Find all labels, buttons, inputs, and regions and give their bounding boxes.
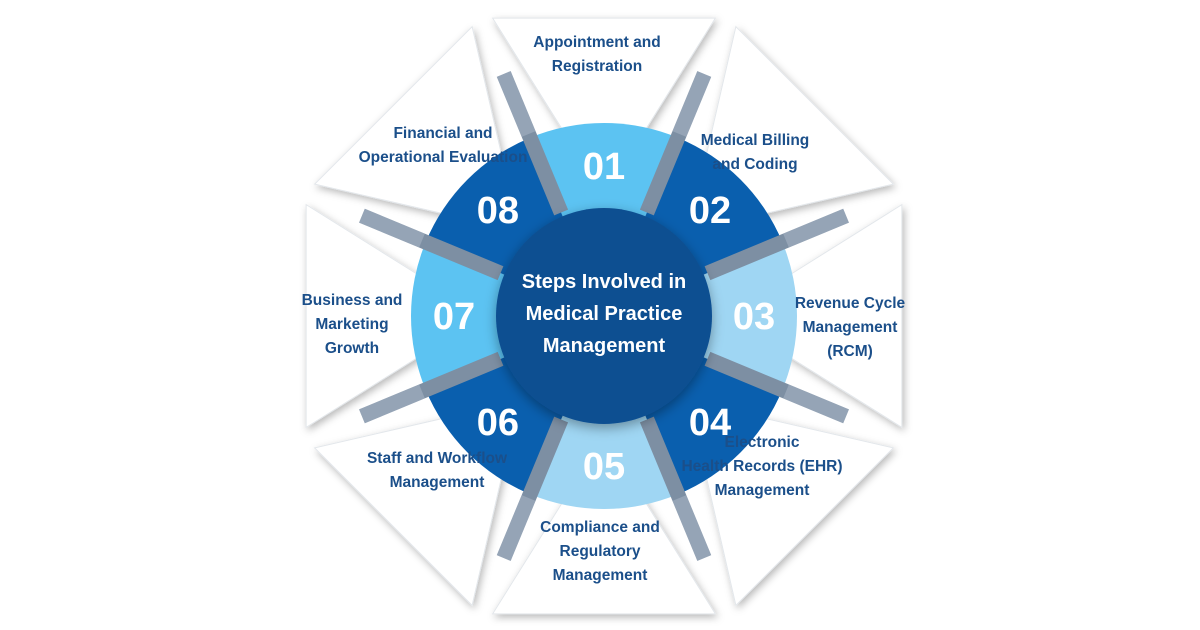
divider-bar-highlight	[359, 384, 425, 424]
step-number-06: 06	[477, 402, 519, 444]
step-number-07: 07	[433, 296, 475, 338]
step-number-01: 01	[583, 146, 625, 188]
label-panel-05	[491, 435, 717, 615]
step-number-04: 04	[689, 402, 731, 444]
step-number-05: 05	[583, 446, 625, 488]
divider-bar-highlight	[496, 495, 536, 561]
step-numbers: 01 02 03 04 05 06 07 08	[433, 146, 775, 488]
divider-bar-highlight	[496, 71, 536, 137]
center-circle	[496, 208, 712, 424]
label-panel-03	[723, 203, 903, 429]
divider-bar-highlight	[359, 208, 425, 248]
step-number-03: 03	[733, 296, 775, 338]
step-number-02: 02	[689, 190, 731, 232]
divider-bar-highlight	[672, 495, 712, 561]
label-panels	[305, 17, 903, 615]
divider-bar-highlight	[783, 384, 849, 424]
divider-bar-highlight	[672, 71, 712, 137]
label-panel-07	[305, 203, 485, 429]
step-number-08: 08	[477, 190, 519, 232]
label-panel-01	[491, 17, 717, 197]
divider-bars	[359, 71, 849, 561]
divider-bar-highlight	[783, 208, 849, 248]
